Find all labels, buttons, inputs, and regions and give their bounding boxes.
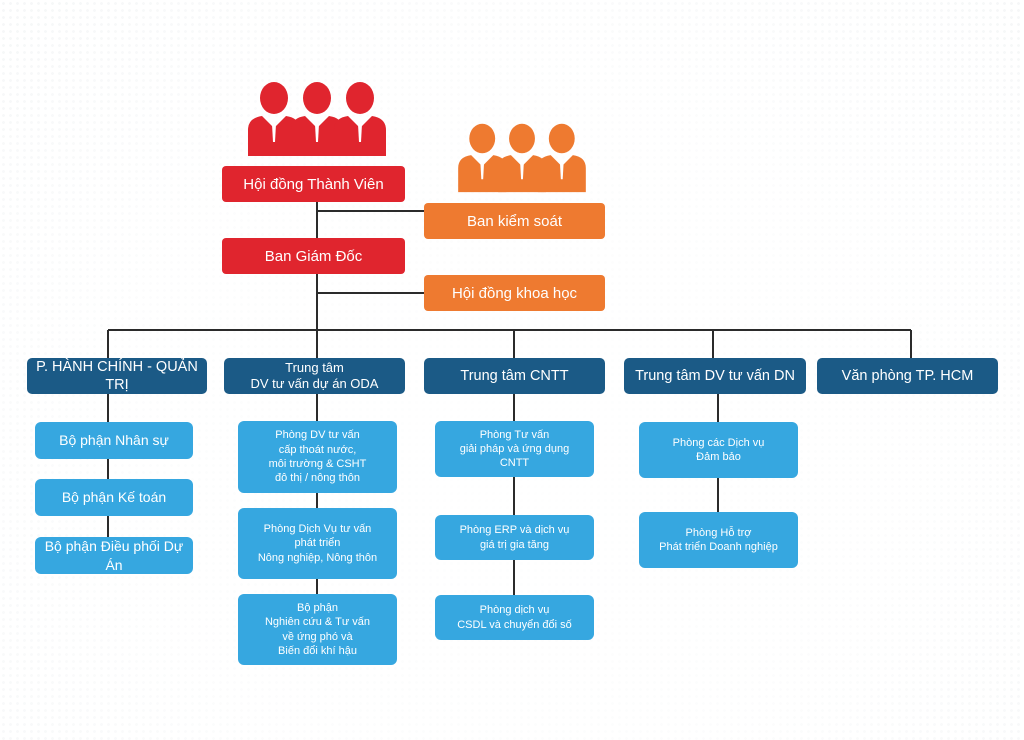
- department-box-admin: P. HÀNH CHÍNH - QUẢN TRỊ: [27, 358, 207, 394]
- unit-box: Phòng ERP và dịch vụ giá trị gia tăng: [435, 515, 594, 560]
- department-box-enterprise: Trung tâm DV tư vấn DN: [624, 358, 806, 394]
- department-box-oda: Trung tâm DV tư vấn dự án ODA: [224, 358, 405, 394]
- unit-box: Bộ phận Điều phối Dự Án: [35, 537, 193, 574]
- board-of-directors-box: Ban Giám Đốc: [222, 238, 405, 274]
- science-council-box: Hội đồng khoa học: [424, 275, 605, 311]
- unit-box: Bộ phận Nghiên cứu & Tư vấn về ứng phó v…: [238, 594, 397, 665]
- unit-box: Phòng Tư vấn giải pháp và ứng dụng CNTT: [435, 421, 594, 477]
- people-group-icon: [248, 82, 386, 156]
- unit-box: Phòng các Dịch vụ Đảm bảo: [639, 422, 798, 478]
- board-of-members-box: Hội đồng Thành Viên: [222, 166, 405, 202]
- unit-box: Phòng Hỗ trợ Phát triển Doanh nghiệp: [639, 512, 798, 568]
- people-group-icon: [458, 123, 586, 193]
- unit-box: Phòng dịch vụ CSDL và chuyển đổi số: [435, 595, 594, 640]
- unit-box: Bộ phận Nhân sự: [35, 422, 193, 459]
- department-box-it: Trung tâm CNTT: [424, 358, 605, 394]
- unit-box: Phòng Dịch Vụ tư vấn phát triển Nông ngh…: [238, 508, 397, 579]
- supervisory-board-box: Ban kiểm soát: [424, 203, 605, 239]
- unit-box: Phòng DV tư vấn cấp thoát nước, môi trườ…: [238, 421, 397, 493]
- unit-box: Bộ phận Kế toán: [35, 479, 193, 516]
- department-box-hcmc-office: Văn phòng TP. HCM: [817, 358, 998, 394]
